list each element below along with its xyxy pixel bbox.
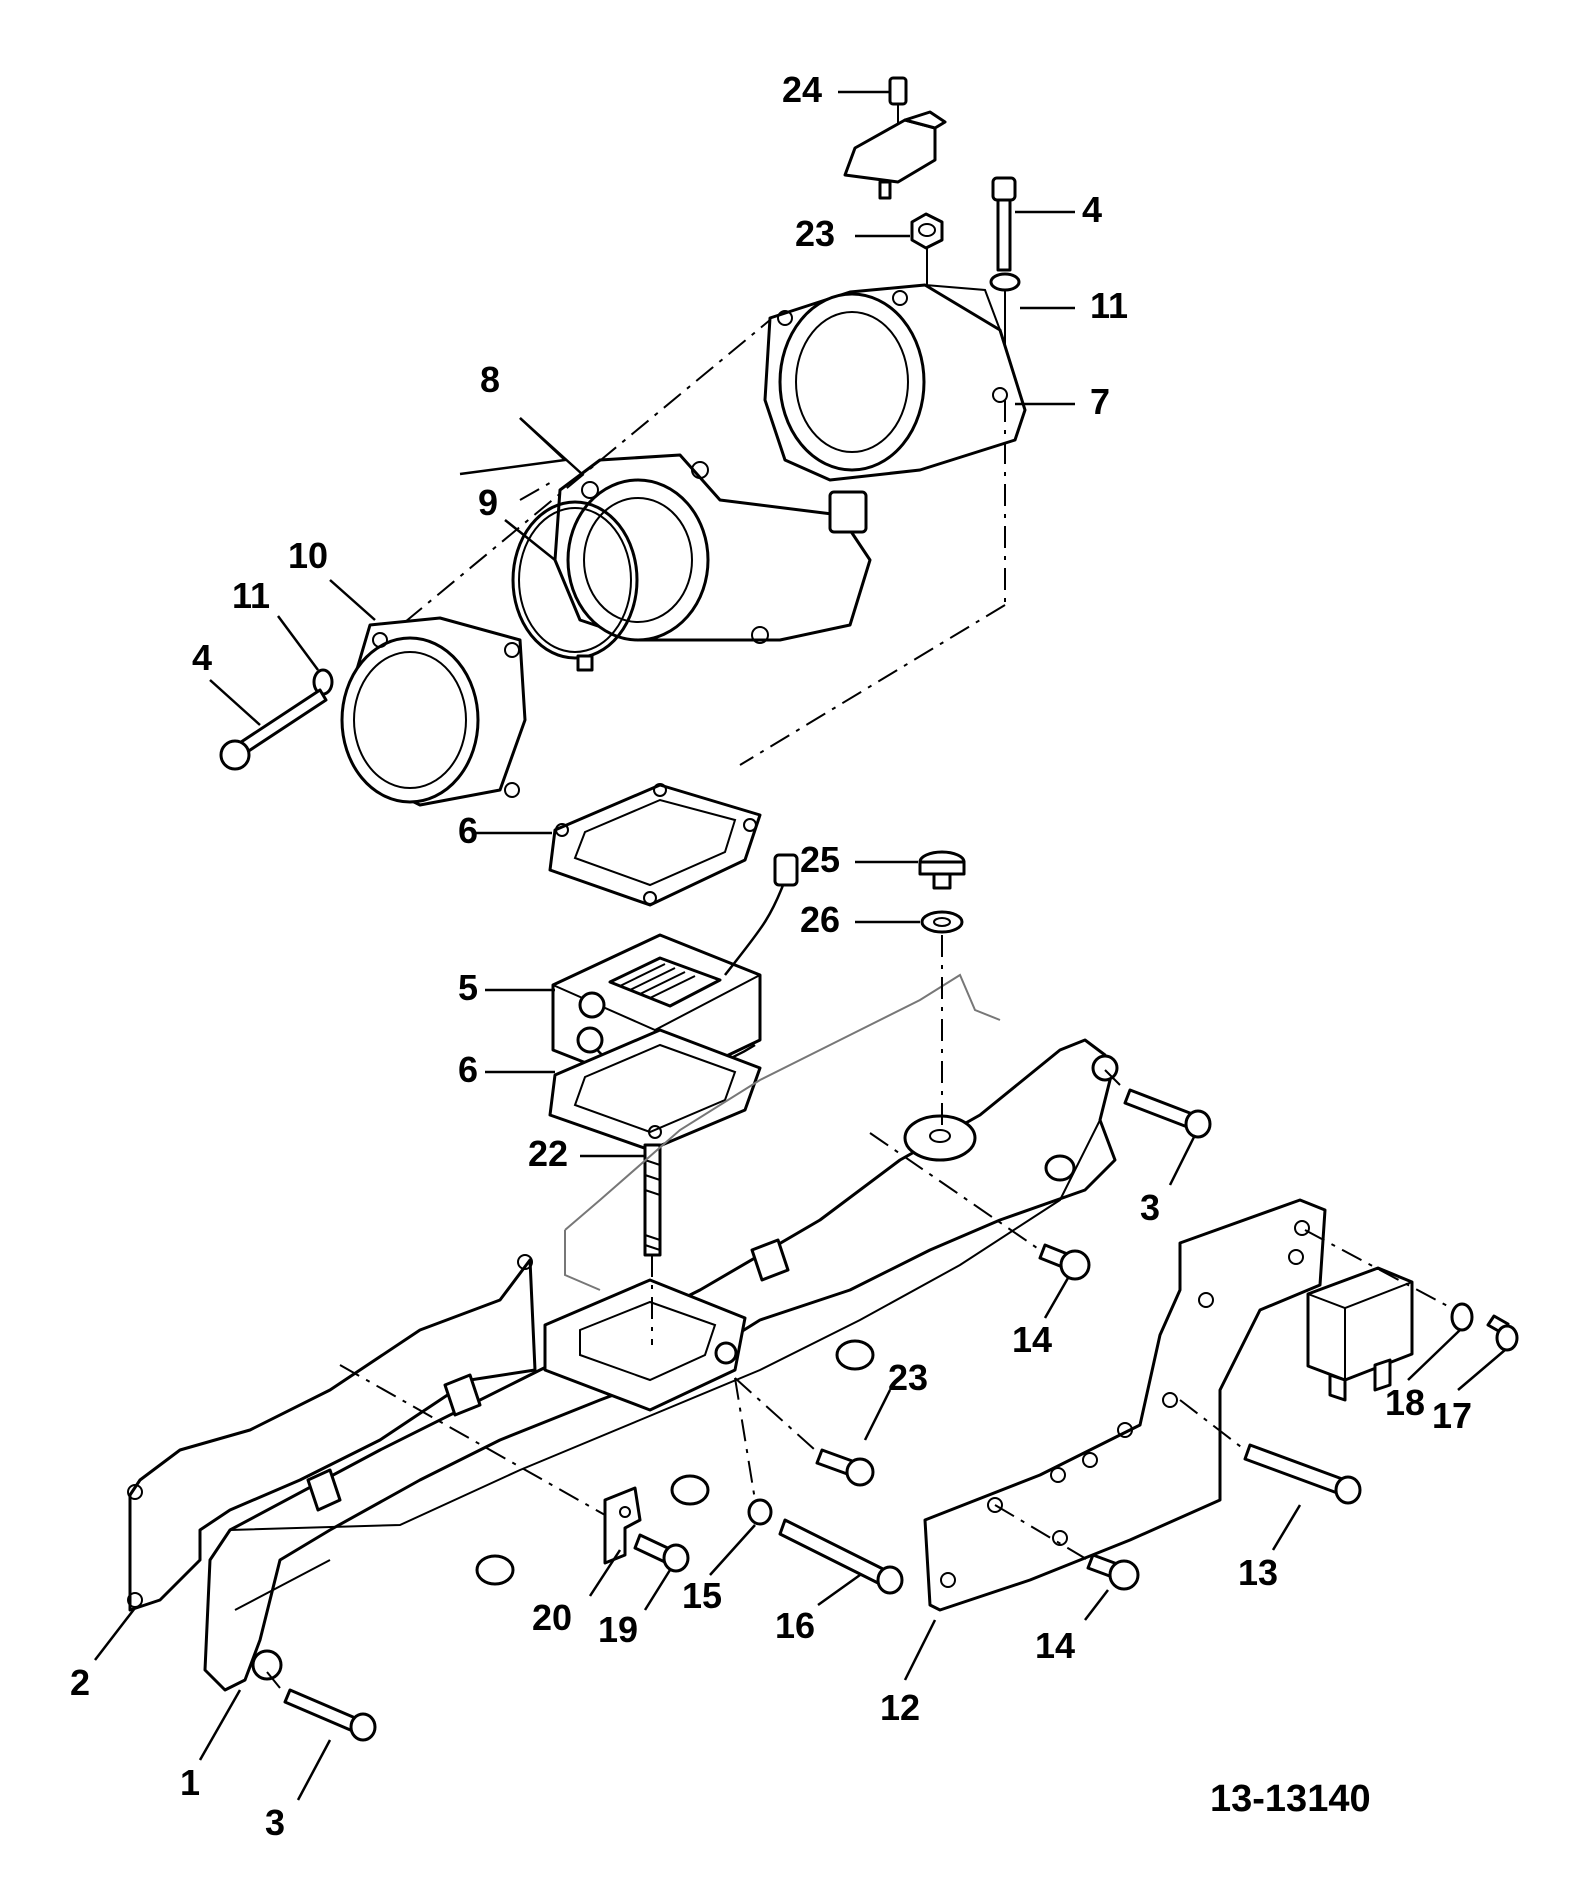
part-15-washer (747, 1498, 773, 1526)
callout-19: 19 (598, 1609, 639, 1650)
part-3-bolt-upper (1123, 1088, 1212, 1139)
part-10-adaptor-flange (340, 616, 527, 807)
part-19-bolt (633, 1533, 690, 1573)
part-24-sensor (843, 76, 947, 200)
callout-18: 18 (1385, 1382, 1426, 1423)
callout-2: 2 (70, 1662, 91, 1703)
part-6-gasket-upper (548, 783, 762, 907)
callout-23: 23 (888, 1357, 929, 1398)
part-21-stud (643, 1143, 662, 1257)
leader-lines (94, 90, 1506, 1801)
callout-11-right: 11 (1090, 285, 1129, 326)
callout-21: 22 (528, 1133, 569, 1174)
part-23-bolt (815, 1448, 875, 1487)
callout-4-left: 4 (192, 637, 213, 678)
callout-7: 7 (1090, 381, 1111, 422)
callout-16: 16 (775, 1605, 816, 1646)
callout-4-right: 4 (1082, 189, 1103, 230)
part-17-relay (1306, 1266, 1414, 1402)
part-17-screw (1486, 1314, 1519, 1352)
part-16-bolt (778, 1518, 904, 1595)
callout-26: 26 (800, 899, 841, 940)
part-25-plug (918, 850, 966, 890)
assembly-lines (266, 319, 1456, 1689)
drawing-reference: 13-13140 (1210, 1778, 1371, 1820)
callout-14-lower: 14 (1035, 1625, 1076, 1666)
callout-15: 15 (682, 1575, 723, 1616)
part-6-gasket-lower (548, 1028, 762, 1152)
part-4-bolt-left (219, 668, 334, 771)
part-14-bolt-upper (1038, 1243, 1091, 1281)
part-1-intake-manifold (203, 1038, 1119, 1692)
callout-10: 10 (288, 535, 329, 576)
callout-9: 9 (478, 482, 499, 523)
callout-1: 1 (180, 1762, 201, 1803)
part-7-intake-elbow (763, 283, 1027, 482)
callout-5: 5 (458, 967, 479, 1008)
callout-12: 12 (880, 1687, 921, 1728)
callout-6-lower: 6 (458, 1049, 479, 1090)
part-12-bracket-plate (923, 1198, 1327, 1612)
part-9-o-ring (511, 500, 639, 672)
callout-8: 8 (480, 359, 501, 400)
callout-3-upper: 3 (1140, 1187, 1161, 1228)
callout-22: 23 (795, 213, 836, 254)
callout-6-upper: 6 (458, 810, 479, 851)
part-20-clip (603, 1486, 642, 1565)
part-18-washer (1450, 1302, 1474, 1332)
callout-25: 25 (800, 839, 841, 880)
callout-3-lower: 3 (265, 1802, 286, 1843)
part-26-washer (920, 910, 964, 934)
part-13-bolt (1243, 1443, 1362, 1505)
part-2-manifold-gasket (127, 1254, 537, 1612)
cylinder-head-ghost (564, 973, 1001, 1291)
callout-13: 13 (1238, 1552, 1279, 1593)
callout-20: 20 (532, 1597, 573, 1638)
part-8-throttle-body (553, 453, 872, 644)
callout-11-left: 11 (232, 575, 271, 616)
callout-24: 24 (782, 69, 823, 110)
part-3-bolt-lower (283, 1688, 377, 1742)
callout-17: 17 (1432, 1395, 1473, 1436)
part-14-bolt-lower (1086, 1553, 1140, 1591)
callout-14-upper: 14 (1012, 1319, 1053, 1360)
